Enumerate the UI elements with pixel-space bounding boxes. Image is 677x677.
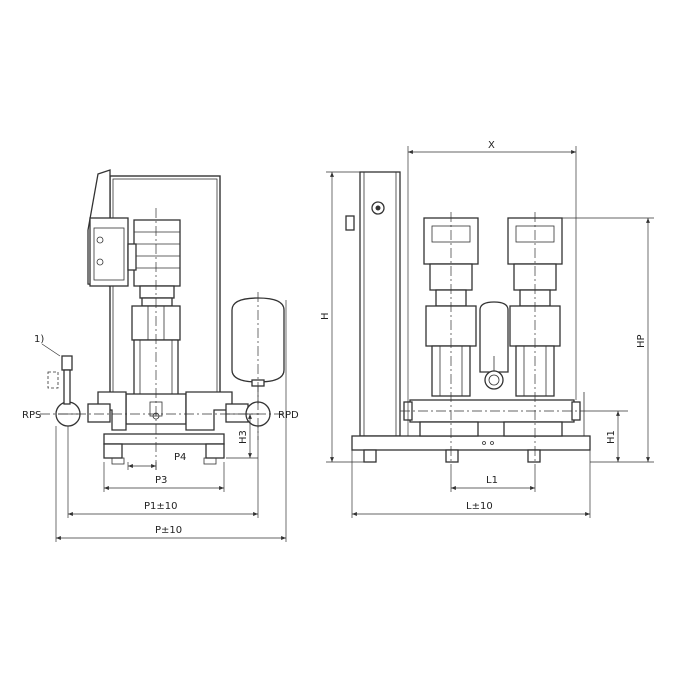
label-rps: RPS: [22, 410, 41, 421]
label-l: L±10: [466, 501, 493, 512]
front-view: [345, 171, 591, 470]
label-l1: L1: [486, 475, 498, 486]
front-view-dimensions: [326, 146, 654, 518]
label-p3: P3: [155, 475, 167, 486]
label-h3: H3: [238, 430, 249, 444]
label-p1: P1±10: [144, 501, 178, 512]
label-x: X: [488, 140, 495, 151]
label-p4: P4: [174, 452, 186, 463]
label-h1: H1: [606, 430, 617, 444]
label-h: H: [320, 312, 331, 320]
label-hp: HP: [636, 334, 647, 348]
side-view: [40, 169, 286, 470]
dimension-labels: 1) RPS RPD P4 H3 P3 P1±10 P±10 X H HP H1…: [22, 140, 647, 536]
label-note-1: 1): [34, 334, 44, 345]
side-view-dimensions: [41, 300, 287, 542]
label-rpd: RPD: [278, 410, 299, 421]
label-p: P±10: [155, 525, 182, 536]
